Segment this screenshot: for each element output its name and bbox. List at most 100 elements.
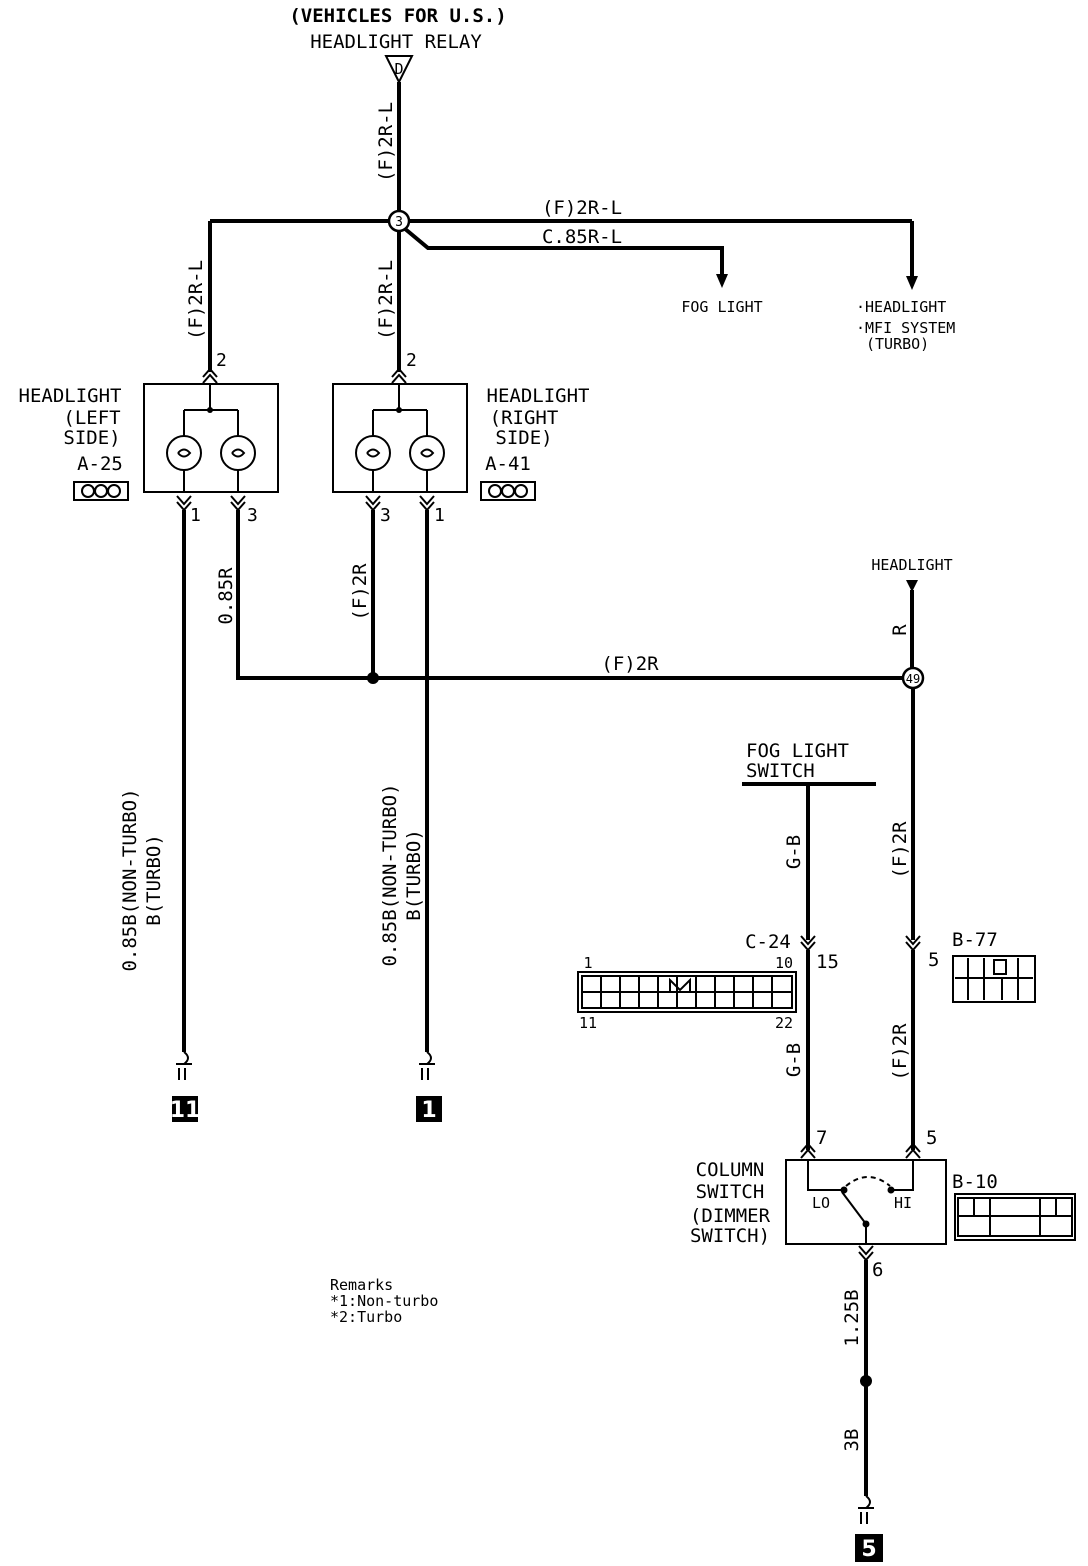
column-switch-box	[785, 1159, 947, 1245]
right-top-connector-icon	[391, 367, 407, 384]
wire-label-dimmer-lower: (F)2R	[889, 1023, 911, 1081]
relay-title: (VEHICLES FOR U.S.)	[289, 5, 506, 27]
wire-label-horizontal-bus: (F)2R	[601, 653, 659, 675]
headlight-left	[143, 383, 279, 493]
wire-label-left-ground-1: 0.85B(NON-TURBO)	[119, 788, 141, 971]
wire-label-right-ground-1: 0.85B(NON-TURBO)	[379, 783, 401, 966]
c24-face-tr: 10	[775, 954, 793, 972]
junction-3-label: 3	[395, 215, 403, 230]
dimmer-contact-arm	[841, 1191, 867, 1225]
dest-fog-light: FOG LIGHT	[681, 298, 762, 316]
wire-label-left-branch: (F)2R-L	[185, 260, 207, 340]
column-switch-pin-left: 7	[816, 1127, 827, 1149]
column-switch-pin-right: 5	[926, 1127, 937, 1149]
relay-pin: D	[394, 60, 403, 78]
ground-11-icon	[172, 1051, 198, 1122]
left-top-connector-icon	[202, 367, 218, 384]
dest-mfi-system: ·MFI SYSTEM	[856, 319, 955, 337]
wire-label-relay-down: (F)2R-L	[375, 102, 397, 182]
wire-label-dimmer-upper: (F)2R	[889, 821, 911, 879]
b10-pin6-connector-icon	[858, 1245, 874, 1262]
ground-5-icon	[855, 1495, 883, 1562]
wire-label-fog-switch-lower: G-B	[783, 1043, 805, 1077]
relay-name: HEADLIGHT RELAY	[310, 31, 482, 53]
remarks-title: Remarks	[330, 1276, 393, 1294]
column-switch-pin-bottom: 6	[872, 1259, 883, 1281]
wire-label-switch-out: 1.25B	[841, 1289, 863, 1346]
splice-dot-lower	[860, 1375, 872, 1387]
c24-pin: 15	[816, 951, 839, 973]
right-lamp-pin-left: 3	[380, 505, 391, 526]
left-bulb-high-icon	[220, 435, 256, 471]
column-switch-hi: HI	[894, 1194, 912, 1212]
wire-label-top-right: (F)2R-L	[542, 197, 622, 219]
c24-face-br: 22	[775, 1014, 793, 1032]
headlight-right	[332, 383, 468, 493]
ground-11-label: 11	[170, 1098, 201, 1123]
b77-id: B-77	[952, 929, 998, 951]
column-switch-name-2: SWITCH	[696, 1181, 765, 1203]
column-switch-name-4: SWITCH)	[690, 1225, 770, 1247]
fog-switch-name-2: SWITCH	[746, 760, 815, 782]
dest-mfi-turbo: (TURBO)	[866, 335, 929, 353]
headlight-left-name-3: SIDE)	[63, 427, 120, 449]
b10-pin7-connector-icon	[800, 1142, 816, 1159]
fog-arrow-icon	[716, 274, 728, 288]
column-switch-name-3: (DIMMER	[690, 1205, 771, 1227]
wire-label-mid-branch: (F)2R-L	[375, 260, 397, 340]
right-lamp-pin-right: 1	[434, 505, 445, 526]
junction-49-label: 49	[906, 672, 920, 686]
left-lamp-pin1-connector-icon	[176, 495, 192, 512]
c24-id: C-24	[745, 931, 791, 953]
c24-connector-face-icon	[577, 971, 797, 1013]
c24-face-tl: 1	[583, 954, 592, 972]
a25-connector-face-icon	[73, 481, 129, 501]
column-switch-name-1: COLUMN	[696, 1159, 765, 1181]
left-lamp-pin-right: 3	[247, 505, 258, 526]
wire-label-left-ground-2: B(TURBO)	[143, 834, 165, 926]
right-lamp-pin1-connector-icon	[419, 495, 435, 512]
left-lamp-pin3-connector-icon	[230, 495, 246, 512]
headlight-left-name-1: HEADLIGHT	[19, 385, 122, 407]
b10-pin5-connector-icon	[905, 1142, 921, 1159]
a41-connector-face-icon	[480, 481, 536, 501]
right-bulb-high-icon	[355, 435, 391, 471]
headlight-left-name-2: (LEFT	[63, 407, 120, 429]
fog-switch-name-1: FOG LIGHT	[746, 740, 849, 762]
remarks-item-1: *1:Non-turbo	[330, 1292, 438, 1310]
wire-label-fog-feed: C.85R-L	[542, 226, 622, 248]
dest-headlight-source: HEADLIGHT	[871, 556, 952, 574]
dest-headlight: ·HEADLIGHT	[856, 298, 946, 316]
headlight-right-name-1: HEADLIGHT	[487, 385, 590, 407]
right-lamp-pin3-connector-icon	[365, 495, 381, 512]
wire-label-ground-final: 3B	[841, 1429, 863, 1452]
wire-label-right-ground-2: B(TURBO)	[403, 829, 425, 921]
wire-label-fog-switch-upper: G-B	[783, 835, 805, 869]
wire-label-right-lamp-out: (F)2R	[349, 563, 371, 621]
left-bulb-low-icon	[166, 435, 202, 471]
left-lamp-pin-top: 2	[216, 350, 227, 371]
right-bulb-low-icon	[409, 435, 445, 471]
b10-connector-face-icon	[954, 1193, 1076, 1241]
headlight-arrow-icon	[906, 276, 918, 290]
column-switch-lo: LO	[812, 1194, 830, 1212]
wire-label-headlight-in: R	[889, 624, 911, 636]
splice-dot	[367, 672, 379, 684]
b77-pin: 5	[928, 949, 939, 971]
remarks-item-2: *2:Turbo	[330, 1308, 402, 1326]
headlight-right-name-2: (RIGHT	[490, 407, 559, 429]
left-lamp-pin-left: 1	[190, 505, 201, 526]
c24-face-bl: 11	[579, 1014, 597, 1032]
wire-label-left-lamp-out: 0.85R	[215, 567, 237, 625]
b77-connector-face-icon	[952, 955, 1036, 1003]
b10-id: B-10	[952, 1171, 998, 1193]
wire-fog-feed	[402, 226, 724, 276]
right-lamp-pin-top: 2	[406, 350, 417, 371]
ground-5-label: 5	[861, 1537, 876, 1562]
headlight-left-connector-id: A-25	[77, 453, 123, 475]
ground-1-label: 1	[421, 1098, 436, 1123]
relay-connector-icon: D	[384, 55, 414, 85]
headlight-right-name-3: SIDE)	[495, 427, 552, 449]
headlight-source-arrow-icon	[906, 580, 918, 592]
